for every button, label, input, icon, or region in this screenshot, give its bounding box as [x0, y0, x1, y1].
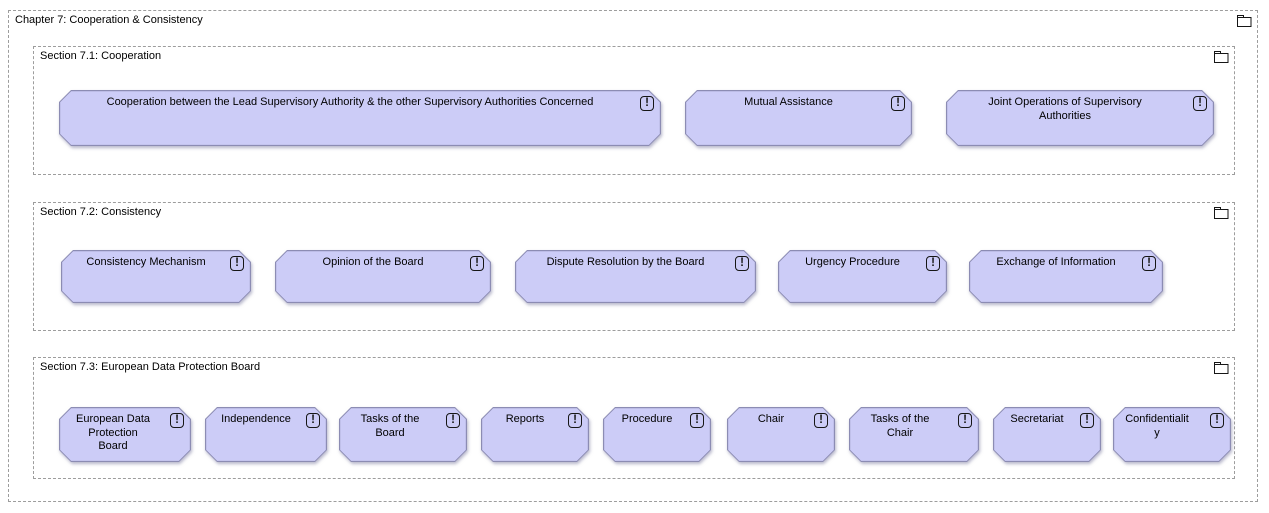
exclamation-icon: ! — [568, 413, 582, 428]
exclamation-glyph: ! — [1085, 413, 1089, 426]
exclamation-glyph: ! — [451, 413, 455, 426]
element-label: Confidentiality — [1125, 413, 1189, 439]
folder-icon — [1237, 15, 1252, 27]
exclamation-icon: ! — [690, 413, 704, 428]
element-label: Mutual Assistance — [744, 96, 833, 108]
principle-chair[interactable]: Chair ! — [727, 407, 835, 462]
element-label: Tasks of the Board — [360, 413, 420, 439]
exclamation-glyph: ! — [896, 96, 900, 109]
exclamation-icon: ! — [446, 413, 460, 428]
octagon-fill — [60, 91, 660, 145]
octagon-fill — [779, 251, 946, 302]
exclamation-icon: ! — [1080, 413, 1094, 428]
exclamation-icon: ! — [1193, 96, 1207, 111]
element-label: Joint Operations of Supervisory Authorit… — [988, 96, 1142, 122]
principle-secretariat[interactable]: Secretariat ! — [993, 407, 1101, 462]
exclamation-icon: ! — [170, 413, 184, 428]
exclamation-icon: ! — [1142, 256, 1156, 271]
exclamation-glyph: ! — [740, 256, 744, 269]
exclamation-glyph: ! — [695, 413, 699, 426]
exclamation-glyph: ! — [645, 96, 649, 109]
element-label: Secretariat — [1010, 413, 1064, 425]
element-label: Urgency Procedure — [805, 256, 900, 268]
exclamation-icon: ! — [640, 96, 654, 111]
exclamation-icon: ! — [1210, 413, 1224, 428]
element-label: Opinion of the Board — [322, 256, 424, 268]
element-label: Dispute Resolution by the Board — [546, 256, 705, 268]
group-chapter-7[interactable]: Chapter 7: Cooperation & Consistency Sec… — [8, 10, 1258, 502]
exclamation-glyph: ! — [175, 413, 179, 426]
principle-edpb[interactable]: European Data Protection Board ! — [59, 407, 191, 462]
element-label: Procedure — [621, 413, 673, 425]
exclamation-icon: ! — [735, 256, 749, 271]
octagon-fill — [850, 408, 978, 461]
group-section-7-3[interactable]: Section 7.3: European Data Protection Bo… — [33, 357, 1235, 479]
principle-joint-operations[interactable]: Joint Operations of Supervisory Authorit… — [946, 90, 1214, 146]
principle-reports[interactable]: Reports ! — [481, 407, 589, 462]
principle-cooperation-lead-sa[interactable]: Cooperation between the Lead Supervisory… — [59, 90, 661, 146]
section-title: Section 7.1: Cooperation — [40, 50, 162, 62]
element-label: Consistency Mechanism — [86, 256, 206, 268]
principle-mutual-assistance[interactable]: Mutual Assistance ! — [685, 90, 912, 146]
exclamation-glyph: ! — [819, 413, 823, 426]
exclamation-glyph: ! — [311, 413, 315, 426]
exclamation-icon: ! — [230, 256, 244, 271]
octagon-fill — [516, 251, 755, 302]
element-label: Reports — [505, 413, 545, 425]
octagon-fill — [60, 408, 190, 461]
group-section-7-1[interactable]: Section 7.1: Cooperation Cooperation bet… — [33, 46, 1235, 175]
octagon-fill — [340, 408, 466, 461]
element-label: Chair — [757, 413, 785, 425]
octagon-fill — [686, 91, 911, 145]
exclamation-glyph: ! — [963, 413, 967, 426]
exclamation-icon: ! — [958, 413, 972, 428]
exclamation-icon: ! — [891, 96, 905, 111]
principle-tasks-of-chair[interactable]: Tasks of the Chair ! — [849, 407, 979, 462]
principle-consistency-mechanism[interactable]: Consistency Mechanism ! — [61, 250, 251, 303]
exclamation-glyph: ! — [235, 256, 239, 269]
principle-confidentiality[interactable]: Confidentiality ! — [1113, 407, 1231, 462]
exclamation-glyph: ! — [931, 256, 935, 269]
group-section-7-2[interactable]: Section 7.2: Consistency Consistency Mec… — [33, 202, 1235, 331]
exclamation-icon: ! — [306, 413, 320, 428]
element-label: Cooperation between the Lead Supervisory… — [106, 96, 594, 108]
exclamation-glyph: ! — [1215, 413, 1219, 426]
element-label: Independence — [221, 413, 291, 425]
principle-independence[interactable]: Independence ! — [205, 407, 327, 462]
principle-procedure[interactable]: Procedure ! — [603, 407, 711, 462]
exclamation-icon: ! — [814, 413, 828, 428]
element-label: Exchange of Information — [996, 256, 1116, 268]
exclamation-glyph: ! — [573, 413, 577, 426]
chapter-title: Chapter 7: Cooperation & Consistency — [15, 14, 203, 26]
section-title: Section 7.2: Consistency — [40, 206, 162, 218]
element-label: European Data Protection Board — [76, 413, 150, 452]
octagon-fill — [970, 251, 1162, 302]
octagon-fill — [62, 251, 250, 302]
folder-icon — [1214, 362, 1229, 374]
octagon-fill — [947, 91, 1213, 145]
element-label: Tasks of the Chair — [870, 413, 930, 439]
exclamation-glyph: ! — [475, 256, 479, 269]
principle-dispute-resolution[interactable]: Dispute Resolution by the Board ! — [515, 250, 756, 303]
principle-urgency-procedure[interactable]: Urgency Procedure ! — [778, 250, 947, 303]
exclamation-glyph: ! — [1198, 96, 1202, 109]
octagon-fill — [206, 408, 326, 461]
section-title: Section 7.3: European Data Protection Bo… — [40, 361, 261, 373]
octagon-fill — [276, 251, 490, 302]
folder-icon — [1214, 207, 1229, 219]
exclamation-glyph: ! — [1147, 256, 1151, 269]
principle-opinion-of-board[interactable]: Opinion of the Board ! — [275, 250, 491, 303]
principle-tasks-of-board[interactable]: Tasks of the Board ! — [339, 407, 467, 462]
principle-exchange-of-information[interactable]: Exchange of Information ! — [969, 250, 1163, 303]
exclamation-icon: ! — [926, 256, 940, 271]
folder-icon — [1214, 51, 1229, 63]
exclamation-icon: ! — [470, 256, 484, 271]
